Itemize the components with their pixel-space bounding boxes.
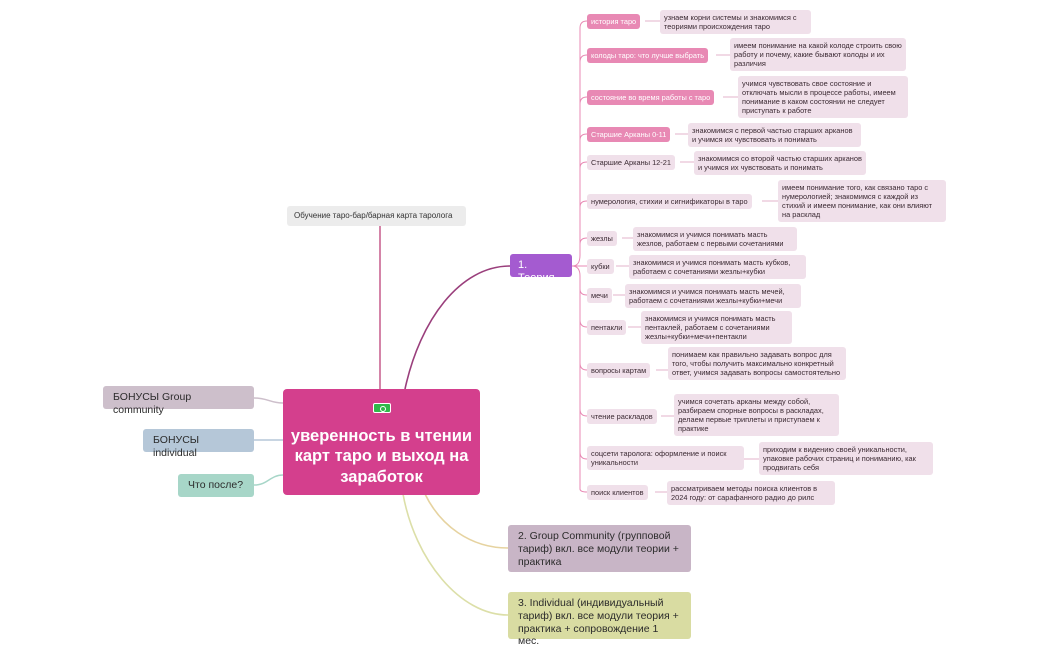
theory-item-cups[interactable]: кубки — [587, 259, 614, 275]
money-icon — [373, 403, 391, 413]
theory-item-decks-desc: имеем понимание на какой колоде строить … — [730, 38, 906, 72]
floating-topic[interactable]: Обучение таро-бар/барная карта таролога — [287, 206, 466, 226]
link-theory — [404, 265, 511, 390]
link-bonus-group — [253, 397, 284, 404]
theory-branch-lines — [571, 20, 588, 493]
theory-item-numerology[interactable]: нумерология, стихии и сигнификаторы в та… — [587, 194, 752, 210]
theory-item-history[interactable]: история таро — [587, 14, 641, 30]
bonus-group-topic[interactable]: БОНУСЫ Group community — [103, 386, 254, 416]
theory-item-clients-desc: рассматриваем методы поиска клиентов в 2… — [667, 481, 835, 506]
central-topic[interactable]: уверенность в чтении карт таро и выход н… — [283, 389, 480, 495]
what-after-topic[interactable]: Что после? — [178, 474, 254, 497]
theory-item-pentacles[interactable]: пентакли — [587, 320, 627, 336]
theory-item-decks[interactable]: колоды таро: что лучше выбрать — [587, 48, 709, 64]
theory-item-social-media[interactable]: соцсети таролога: оформление и поиск уни… — [587, 446, 744, 471]
theory-item-history-desc: узнаем корни системы и знакомимся с теор… — [660, 10, 811, 35]
theory-topic[interactable]: 1. Теория — [510, 254, 572, 284]
theory-item-swords-desc: знакомимся и учимся понимать масть мечей… — [625, 284, 801, 309]
link-what-after — [253, 474, 284, 486]
theory-item-clients[interactable]: поиск клиентов — [587, 485, 648, 501]
theory-item-major-arcana-1-desc: знакомимся с первой частью старших аркан… — [688, 123, 861, 148]
theory-item-major-arcana-1[interactable]: Старшие Арканы 0-11 — [587, 127, 671, 143]
individual-tariff-topic[interactable]: 3. Individual (индивидуальный тариф) вкл… — [508, 592, 691, 647]
topic-desc-lines — [613, 20, 778, 493]
group-tariff-topic[interactable]: 2. Group Community (групповой тариф) вкл… — [508, 525, 691, 572]
link-group — [424, 493, 509, 549]
theory-item-state[interactable]: состояние во время работы с таро — [587, 90, 715, 106]
theory-item-questions[interactable]: вопросы картам — [587, 363, 651, 379]
theory-item-numerology-desc: имеем понимание того, как связано таро с… — [778, 180, 946, 223]
theory-item-major-arcana-2[interactable]: Старшие Арканы 12-21 — [587, 155, 675, 171]
theory-item-pentacles-desc: знакомимся и учимся понимать масть пента… — [641, 311, 792, 345]
theory-item-social-media-desc: приходим к видению своей уникальности, у… — [759, 442, 933, 476]
theory-item-cups-desc: знакомимся и учимся понимать масть кубко… — [629, 255, 806, 280]
central-topic-title: уверенность в чтении карт таро и выход н… — [290, 427, 473, 486]
link-individual — [402, 493, 509, 616]
theory-item-major-arcana-2-desc: знакомимся со второй частью старших арка… — [694, 151, 866, 176]
theory-item-swords[interactable]: мечи — [587, 288, 612, 304]
theory-item-wands-desc: знакомимся и учимся понимать масть жезло… — [633, 227, 797, 252]
theory-item-state-desc: учимся чувствовать свое состояние и откл… — [738, 76, 908, 119]
theory-item-readings[interactable]: чтение раскладов — [587, 409, 657, 425]
theory-item-wands[interactable]: жезлы — [587, 231, 617, 247]
theory-item-questions-desc: понимаем как правильно задавать вопрос д… — [668, 347, 846, 381]
bonus-individual-topic[interactable]: БОНУСЫ individual — [143, 429, 254, 459]
theory-item-readings-desc: учимся сочетать арканы между собой, разб… — [674, 394, 839, 437]
